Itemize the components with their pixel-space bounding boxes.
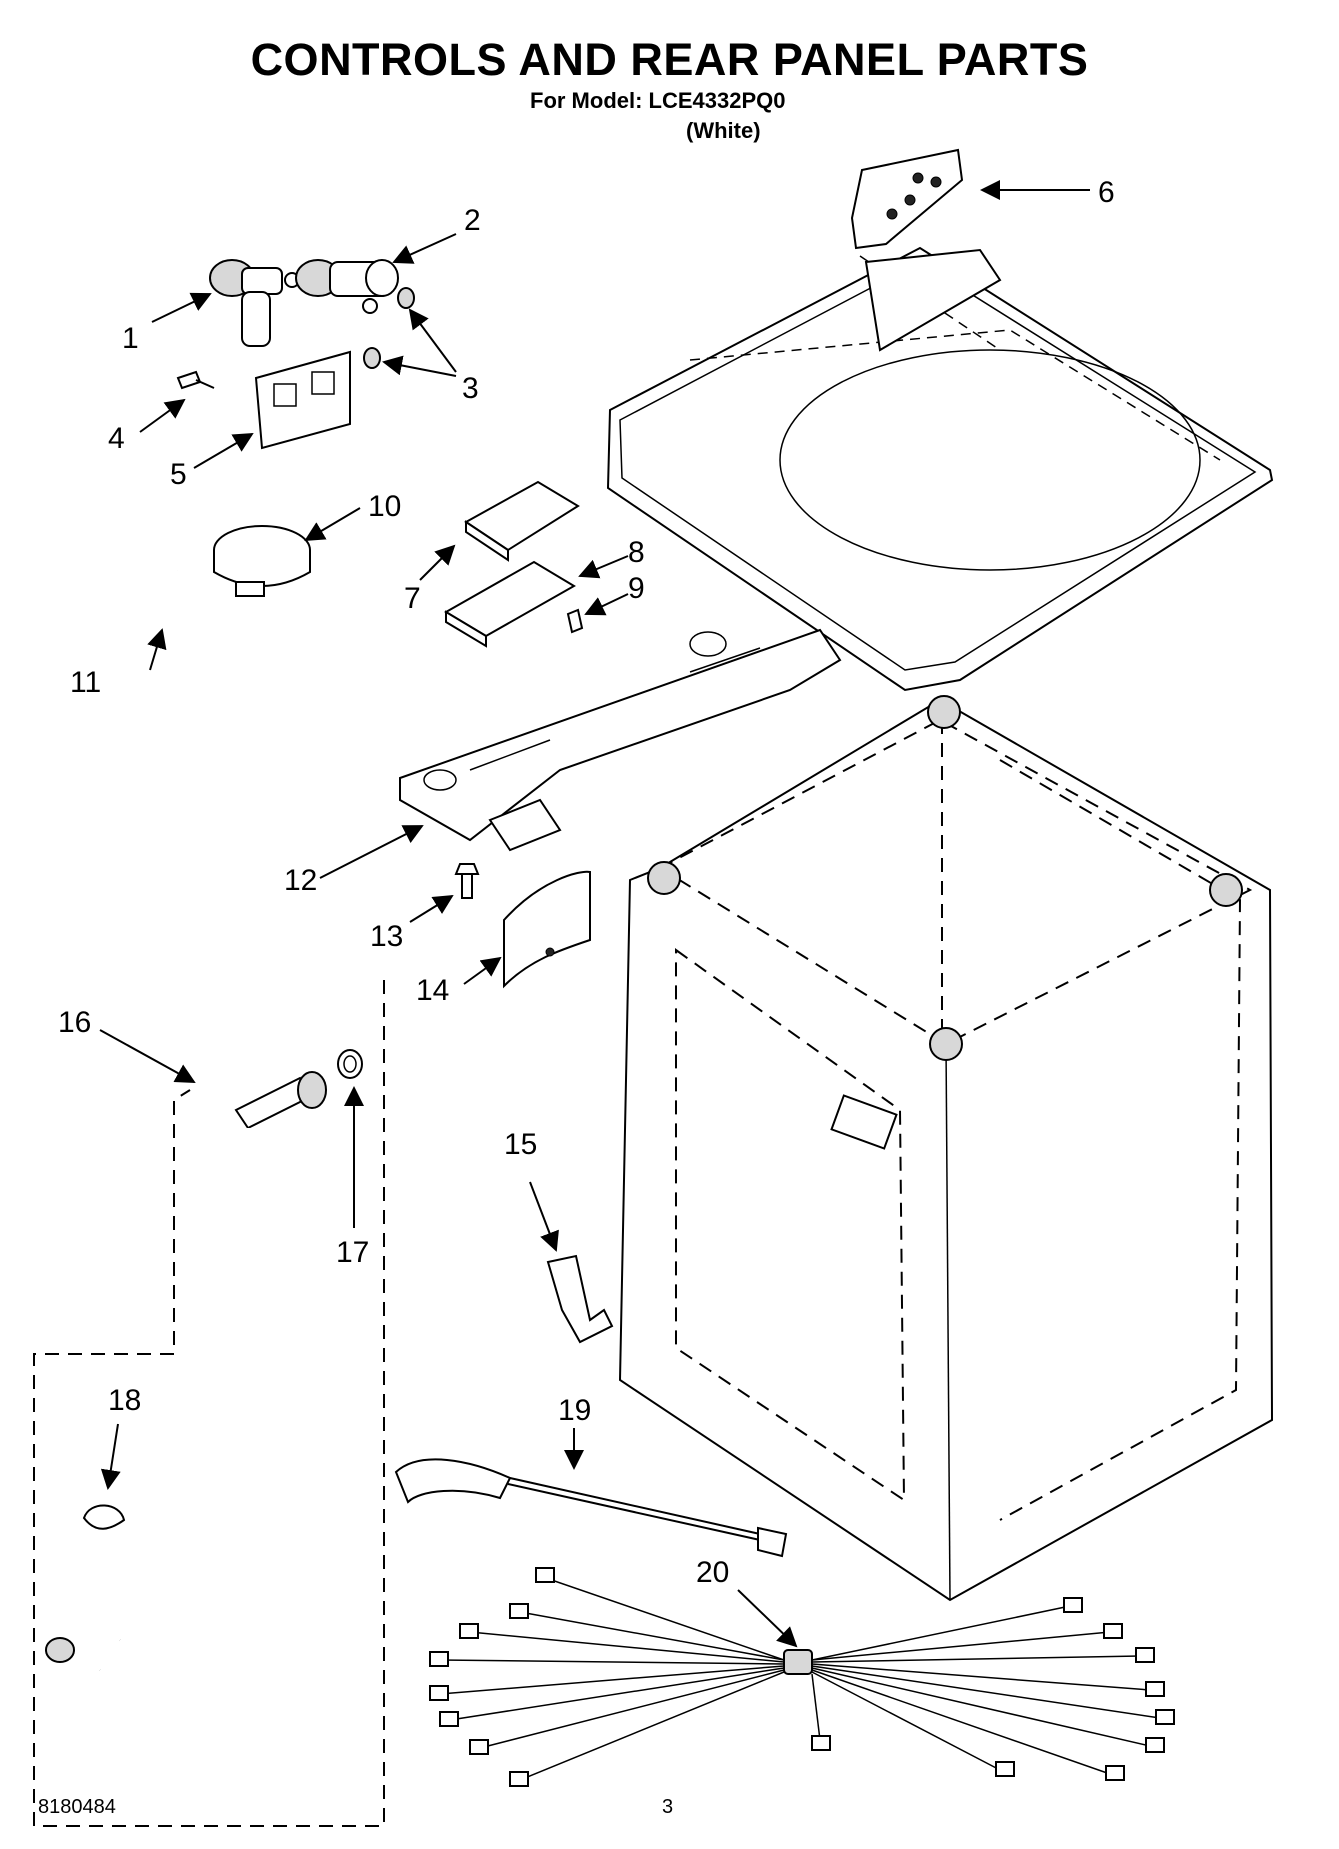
screw-13 bbox=[454, 863, 480, 899]
inlet-hose-group-16 bbox=[33, 980, 385, 1827]
clip-14 bbox=[503, 870, 591, 989]
callout-11: 11 bbox=[70, 666, 101, 699]
bracket-5 bbox=[254, 350, 351, 450]
callout-arrows bbox=[99, 180, 1090, 1648]
rear-panel-12 bbox=[399, 628, 842, 852]
wire-harness-20 bbox=[429, 1567, 1175, 1787]
pressure-hose-11 bbox=[175, 569, 196, 991]
screen-washers bbox=[363, 287, 415, 369]
page-number: 3 bbox=[662, 1796, 674, 1818]
pressure-switch-10 bbox=[213, 525, 311, 597]
water-valve-2 bbox=[295, 259, 399, 314]
power-cord-19 bbox=[394, 1458, 788, 1558]
water-valve-1 bbox=[209, 259, 300, 347]
screw-9 bbox=[566, 608, 584, 634]
callout-14: 14 bbox=[416, 974, 449, 1007]
clamp-18 bbox=[82, 1504, 126, 1530]
callout-6: 6 bbox=[1098, 176, 1115, 209]
control-overlay-6 bbox=[850, 148, 964, 250]
callout-18: 18 bbox=[108, 1384, 141, 1417]
callout-16: 16 bbox=[58, 1006, 91, 1039]
cabinet bbox=[618, 695, 1274, 1602]
callout-2: 2 bbox=[464, 204, 481, 237]
console-top bbox=[606, 246, 1274, 692]
callout-8: 8 bbox=[628, 536, 645, 569]
color-variant: (White) bbox=[686, 118, 761, 143]
callout-7: 7 bbox=[404, 582, 421, 615]
drain-elbow-15 bbox=[546, 1254, 614, 1344]
callout-19: 19 bbox=[558, 1394, 591, 1427]
callout-12: 12 bbox=[284, 864, 317, 897]
page-title: CONTROLS AND REAR PANEL PARTS bbox=[250, 34, 1089, 85]
callout-17: 17 bbox=[336, 1236, 369, 1269]
washer-17 bbox=[337, 1049, 363, 1079]
callout-15: 15 bbox=[504, 1128, 537, 1161]
control-board-8 bbox=[444, 560, 576, 648]
callout-9: 9 bbox=[628, 572, 645, 605]
model-line: For Model: LCE4332PQ0 bbox=[530, 88, 786, 113]
callout-1: 1 bbox=[122, 322, 139, 355]
callout-20: 20 bbox=[696, 1556, 729, 1589]
control-board-7 bbox=[464, 480, 580, 562]
callout-3: 3 bbox=[462, 372, 479, 405]
callout-4: 4 bbox=[108, 422, 125, 455]
document-number: 8180484 bbox=[38, 1796, 116, 1818]
callout-5: 5 bbox=[170, 458, 187, 491]
callout-10: 10 bbox=[368, 490, 401, 523]
callout-13: 13 bbox=[370, 920, 403, 953]
screw-4 bbox=[176, 370, 215, 390]
